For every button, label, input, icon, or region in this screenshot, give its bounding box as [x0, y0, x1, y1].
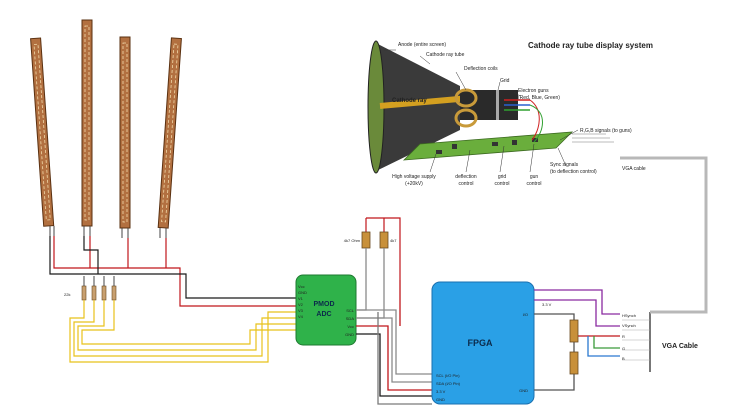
flex-sensor-3 — [119, 36, 131, 229]
crt-guns-label-2: (Red, Blue, Green) — [518, 95, 560, 101]
adc-pin-gnd: GND — [298, 290, 307, 295]
fpga-title: FPGA — [467, 338, 493, 348]
crt-coils-label: Deflection coils — [464, 66, 498, 72]
adc-pin-scl: SCL — [346, 308, 355, 313]
vga-vsynch-label: VSynch — [622, 323, 636, 328]
adc-pin-vcc-right: Vcc — [347, 324, 354, 329]
adc-pin-gnd-right: GND — [345, 332, 354, 337]
crt-vga-cable-label: VGA cable — [622, 166, 646, 172]
crt-funnel — [374, 42, 460, 172]
sensor-wiring — [49, 236, 296, 363]
adc-pin-vcc: Vcc — [298, 284, 305, 289]
pullup-resistors: 4k7 Ohm 4k7 — [344, 217, 401, 280]
adc-fpga-wiring — [356, 248, 432, 405]
crt-grid-ctrl-label-1: grid — [498, 174, 507, 180]
adc-pin-v4: V4 — [298, 314, 304, 319]
adc-pin-v1: V1 — [298, 296, 304, 301]
pcb-components — [436, 138, 538, 154]
divider-resistors — [81, 285, 117, 301]
crt-guns-label-1: Electron guns — [518, 88, 549, 94]
crt-gun-ctrl-label-2: control — [526, 181, 541, 187]
adc-pin-sda: SDA — [346, 316, 355, 321]
vga-b-label: B — [622, 356, 625, 361]
pmod-adc: PMOD ADC Vcc GND V1 V2 V3 V4 SCL SDA Vcc… — [295, 274, 357, 346]
fpga-sda-label: SDA (I/O Pin) — [436, 381, 461, 386]
crt-defl-label-1: deflection — [455, 174, 477, 180]
adc-title-line2: ADC — [316, 311, 331, 318]
divider-resistor-label: 22k — [64, 292, 70, 297]
pullup-label-2: 4k7 — [390, 238, 397, 243]
fpga-gnd2-label: GND — [436, 397, 445, 402]
fpga-scl-label: SCL (I/O Pin) — [436, 373, 460, 378]
vga-r-label: R — [622, 334, 625, 339]
fpga-gnd-label: GND — [519, 388, 528, 393]
flex-sensors — [30, 19, 182, 238]
fpga-3v3-label: 3.3 V — [436, 389, 446, 394]
flex-sensor-4 — [157, 37, 182, 229]
fpga-board: FPGA I/O GND SCL (I/O Pin) SDA (I/O Pin)… — [431, 281, 535, 405]
adc-title-line1: PMOD — [314, 301, 335, 308]
fpga-io-label: I/O — [523, 312, 528, 317]
crt-grid-ctrl-label-2: control — [494, 181, 509, 187]
crt-tube-label: Cathode ray tube — [426, 52, 465, 58]
cathode-ray-label: Cathode ray — [392, 98, 427, 104]
fpga-vga-wiring — [534, 289, 651, 391]
electron-guns — [504, 99, 530, 111]
vga-resistors — [569, 319, 579, 375]
flex-sensor-2 — [81, 19, 93, 227]
flex-sensor-1 — [30, 37, 55, 227]
vga-3v3-label: 3.3 V — [542, 302, 552, 307]
crt-hv-label-1: High voltage supply — [392, 174, 436, 180]
vga-cable — [620, 156, 708, 314]
vga-cable-label: VGA Cable — [662, 343, 698, 350]
crt-defl-label-2: control — [458, 181, 473, 187]
crt-sync-label-2: (to deflection control) — [550, 169, 597, 175]
vga-hsynch-label: HSynch — [622, 313, 636, 318]
vga-g-label: G — [622, 346, 625, 351]
crt-title: Cathode ray tube display system — [528, 41, 653, 50]
crt-sync-label-1: Sync signals — [550, 162, 579, 168]
adc-pin-v2: V2 — [298, 302, 304, 307]
crt-rgb-signals-label: R,G,B signals (to guns) — [580, 128, 632, 134]
crt-illustration: Cathode ray tube display system Cathode … — [367, 40, 653, 187]
crt-pcb — [402, 131, 574, 161]
crt-hv-label-2: (+20kV) — [405, 181, 423, 187]
crt-gun-ctrl-label-1: gun — [530, 174, 539, 180]
adc-pin-v3: V3 — [298, 308, 304, 313]
crt-anode-label: Anode (entire screen) — [398, 42, 446, 48]
grid-element — [496, 90, 499, 120]
pullup-label-1: 4k7 Ohm — [344, 238, 361, 243]
crt-grid-label: Grid — [500, 78, 510, 84]
